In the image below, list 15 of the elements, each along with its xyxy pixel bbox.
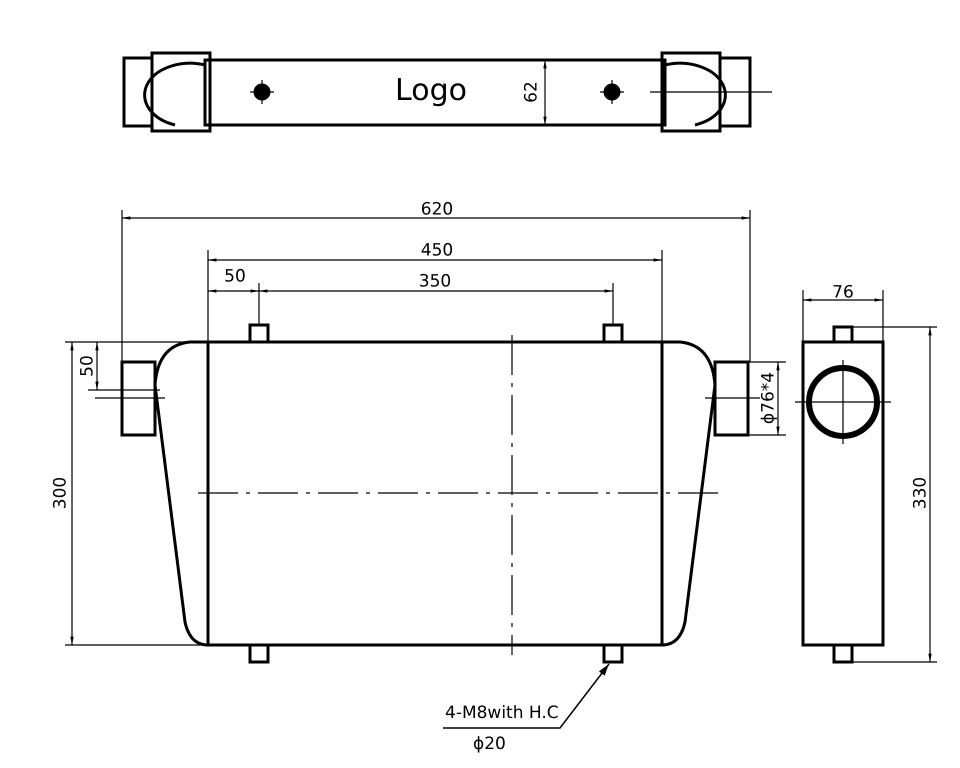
leader-line bbox=[443, 664, 610, 729]
dimension-value: 300 bbox=[52, 476, 70, 510]
mounting-bolt bbox=[602, 644, 624, 664]
dimension-value: 330 bbox=[912, 476, 930, 510]
dimension-value: 62 bbox=[524, 81, 540, 103]
dimension-value: ϕ76*4 bbox=[760, 372, 778, 424]
dimension-value: 350 bbox=[418, 274, 452, 290]
dimension-value: 450 bbox=[420, 242, 454, 260]
dimension-value: 620 bbox=[420, 202, 454, 218]
dimension-value: 50 bbox=[80, 355, 96, 377]
placeholder-text: Logo bbox=[395, 76, 467, 106]
callout-text: 4-M8with H.C bbox=[445, 705, 559, 722]
dimension-value: 50 bbox=[224, 268, 246, 286]
callout-text: ϕ20 bbox=[473, 736, 506, 753]
dimension-value: 76 bbox=[832, 284, 854, 302]
